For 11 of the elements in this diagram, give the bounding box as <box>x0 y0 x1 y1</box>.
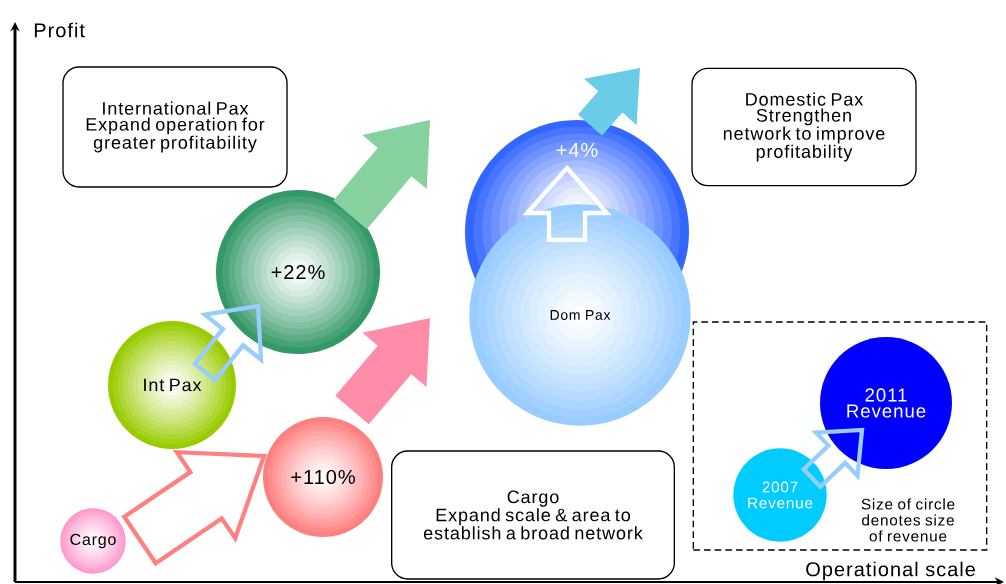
growth-arrow <box>335 318 430 425</box>
outline-arrow <box>522 164 612 243</box>
growth-arrow <box>578 68 640 136</box>
axis-label: Operational scale <box>806 561 975 581</box>
text-box: Domestic Pax Strengthen network to improve profitability <box>691 67 917 187</box>
axis-label: Profit <box>34 22 85 38</box>
note-text: Size of circle denotes size of revenue <box>861 498 955 542</box>
growth-arrow <box>333 120 430 230</box>
legend-box <box>692 321 988 551</box>
text-box: Cargo Expand scale & area to establish a broad network <box>391 450 675 580</box>
text-box: International Pax Expand operation for greater profitability <box>62 66 288 188</box>
